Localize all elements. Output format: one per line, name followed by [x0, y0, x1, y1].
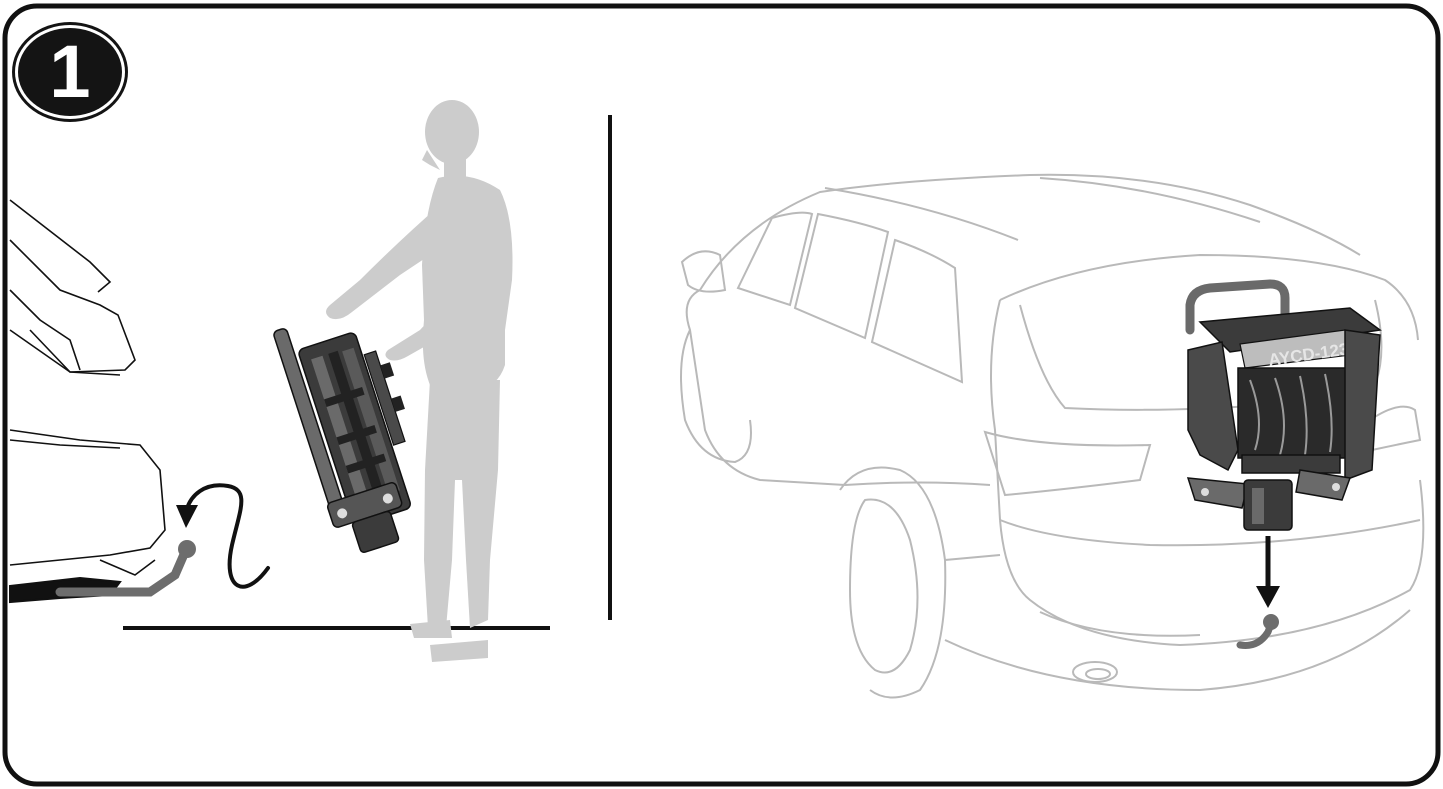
folded-carrier [273, 328, 411, 554]
tow-neck [55, 547, 190, 597]
suv-tow-neck [1236, 620, 1275, 649]
panel-border [2, 3, 1441, 787]
tow-ball [178, 540, 196, 558]
step-number: 1 [49, 30, 91, 113]
step-badge: 1 [18, 28, 122, 116]
suv-tow-ball [1263, 614, 1279, 630]
curved-arrow-head [176, 505, 198, 528]
curved-arrow-icon [184, 483, 270, 589]
person-silhouette [326, 100, 513, 662]
down-arrow-icon [1256, 536, 1280, 608]
left-scene [9, 100, 550, 662]
suv-outline [680, 173, 1425, 699]
right-scene: AYCD-123 [680, 173, 1425, 699]
car-rear-partial [9, 199, 166, 576]
mounted-carrier: AYCD-123 [1185, 279, 1382, 531]
